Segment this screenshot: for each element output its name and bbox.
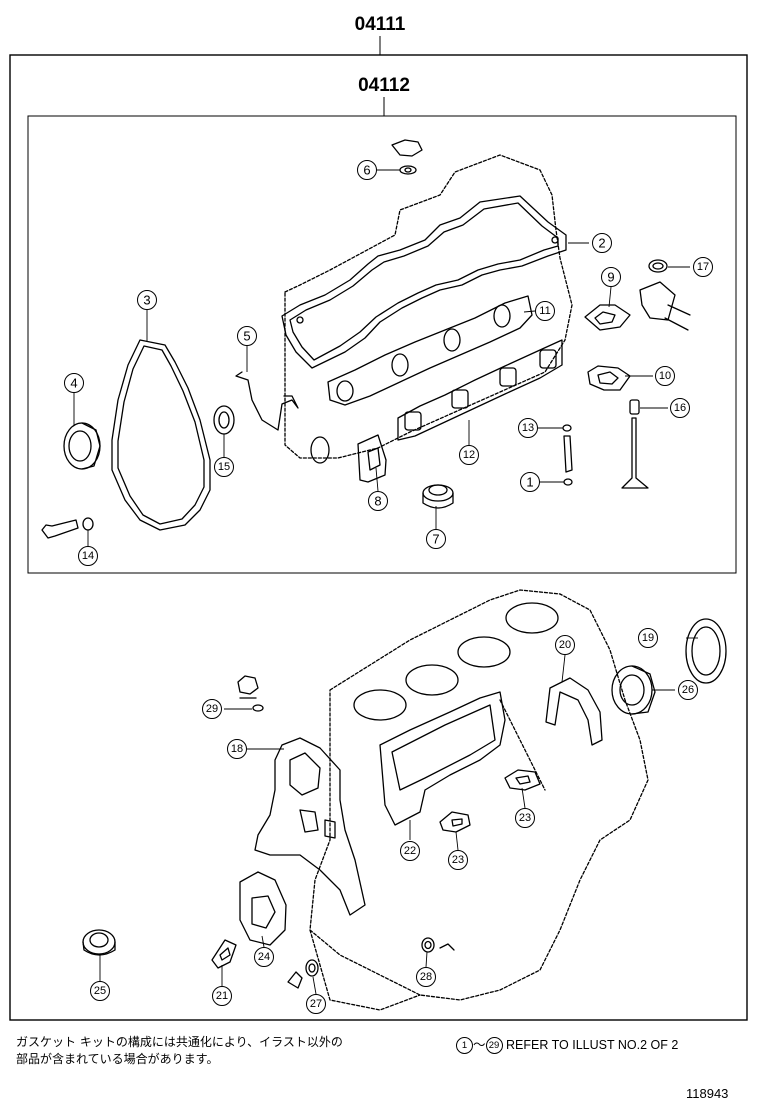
callout-4[interactable]: 4 — [70, 376, 77, 391]
callout-6[interactable]: 6 — [363, 163, 370, 178]
rear-seal-19 — [685, 618, 727, 684]
callout-11[interactable]: 11 — [539, 305, 550, 317]
oil-seal-15 — [213, 405, 235, 435]
callout-3[interactable]: 3 — [143, 293, 150, 308]
stud-13 — [562, 424, 573, 486]
callout-12[interactable]: 12 — [463, 449, 475, 461]
callout-20[interactable]: 20 — [559, 639, 571, 651]
clip-5 — [235, 371, 299, 431]
water-outlet-17 — [639, 259, 691, 331]
cap-6 — [391, 139, 423, 175]
callout-14[interactable]: 14 — [82, 550, 94, 562]
inner-part-number[interactable]: 04112 — [358, 75, 410, 96]
callout-13[interactable]: 13 — [522, 422, 534, 434]
callout-2[interactable]: 2 — [598, 236, 605, 251]
oil-seal-4 — [63, 422, 101, 470]
gasket-23-b — [439, 811, 471, 833]
callout-27[interactable]: 27 — [310, 998, 322, 1010]
callout-15[interactable]: 15 — [218, 461, 230, 473]
callout-9[interactable]: 9 — [607, 270, 614, 285]
callout-23-b[interactable]: 23 — [452, 854, 464, 866]
figure-number: 118943 — [686, 1086, 729, 1101]
gasket-21 — [211, 939, 237, 969]
manifold-gasket-12 — [397, 339, 563, 441]
water-pump-gasket-24 — [239, 871, 287, 946]
callout-29[interactable]: 29 — [206, 703, 218, 715]
gasket-kit-note: ガスケット キットの構成には共通化により、イラスト以外の 部品が含まれている場合… — [16, 1034, 436, 1068]
callout-8[interactable]: 8 — [374, 494, 381, 509]
manifold-gasket-11 — [327, 295, 533, 406]
ref-text: REFER TO ILLUST NO.2 OF 2 — [506, 1038, 679, 1052]
front-plate-gasket-18 — [254, 737, 366, 916]
cylinder-head-outline — [284, 154, 573, 464]
ref-tilde: ～ — [473, 1038, 486, 1052]
inner-kit-frame — [27, 115, 737, 574]
callout-25[interactable]: 25 — [94, 985, 106, 997]
callout-16[interactable]: 16 — [674, 402, 686, 414]
callout-24[interactable]: 24 — [258, 951, 270, 963]
ref-from-callout[interactable]: 1 — [456, 1037, 473, 1055]
cylinder-block-outline — [309, 589, 649, 1011]
plug-29 — [237, 675, 264, 712]
gasket-10 — [587, 365, 631, 391]
oil-seal-26 — [611, 665, 656, 715]
ref-to-callout[interactable]: 29 — [485, 1037, 503, 1055]
callout-26[interactable]: 26 — [682, 684, 694, 696]
seal-27 — [287, 959, 319, 989]
timing-cover-gasket-3 — [111, 339, 211, 531]
gasket-23-a — [504, 769, 541, 791]
valve-16 — [621, 399, 649, 489]
callout-7[interactable]: 7 — [432, 532, 439, 547]
callout-18[interactable]: 18 — [231, 743, 243, 755]
seal-7 — [422, 484, 454, 509]
callout-1[interactable]: 1 — [526, 475, 533, 490]
note-line-1: ガスケット キットの構成には共通化により、イラスト以外の — [16, 1035, 343, 1049]
callout-17[interactable]: 17 — [697, 261, 709, 273]
seal-28 — [421, 937, 455, 953]
callout-10[interactable]: 10 — [659, 370, 671, 382]
outer-kit-frame — [9, 54, 748, 1021]
callout-22[interactable]: 22 — [404, 845, 416, 857]
head-cover-gasket-2 — [281, 195, 567, 369]
gasket-22 — [379, 691, 506, 826]
callout-21[interactable]: 21 — [216, 990, 228, 1002]
callout-19[interactable]: 19 — [642, 632, 654, 644]
outer-part-number[interactable]: 04111 — [355, 14, 406, 35]
callout-28[interactable]: 28 — [420, 971, 432, 983]
gasket-9 — [584, 304, 631, 331]
oil-seal-25 — [82, 929, 116, 956]
note-line-2: 部品が含まれている場合があります。 — [16, 1052, 219, 1066]
callout-5[interactable]: 5 — [243, 329, 250, 344]
rear-gasket-20 — [545, 677, 603, 746]
reference-note: 1～29 REFER TO ILLUST NO.2 OF 2 — [456, 1034, 679, 1055]
bolt-14 — [41, 517, 94, 539]
gasket-8 — [357, 434, 387, 483]
callout-23-a[interactable]: 23 — [519, 812, 531, 824]
